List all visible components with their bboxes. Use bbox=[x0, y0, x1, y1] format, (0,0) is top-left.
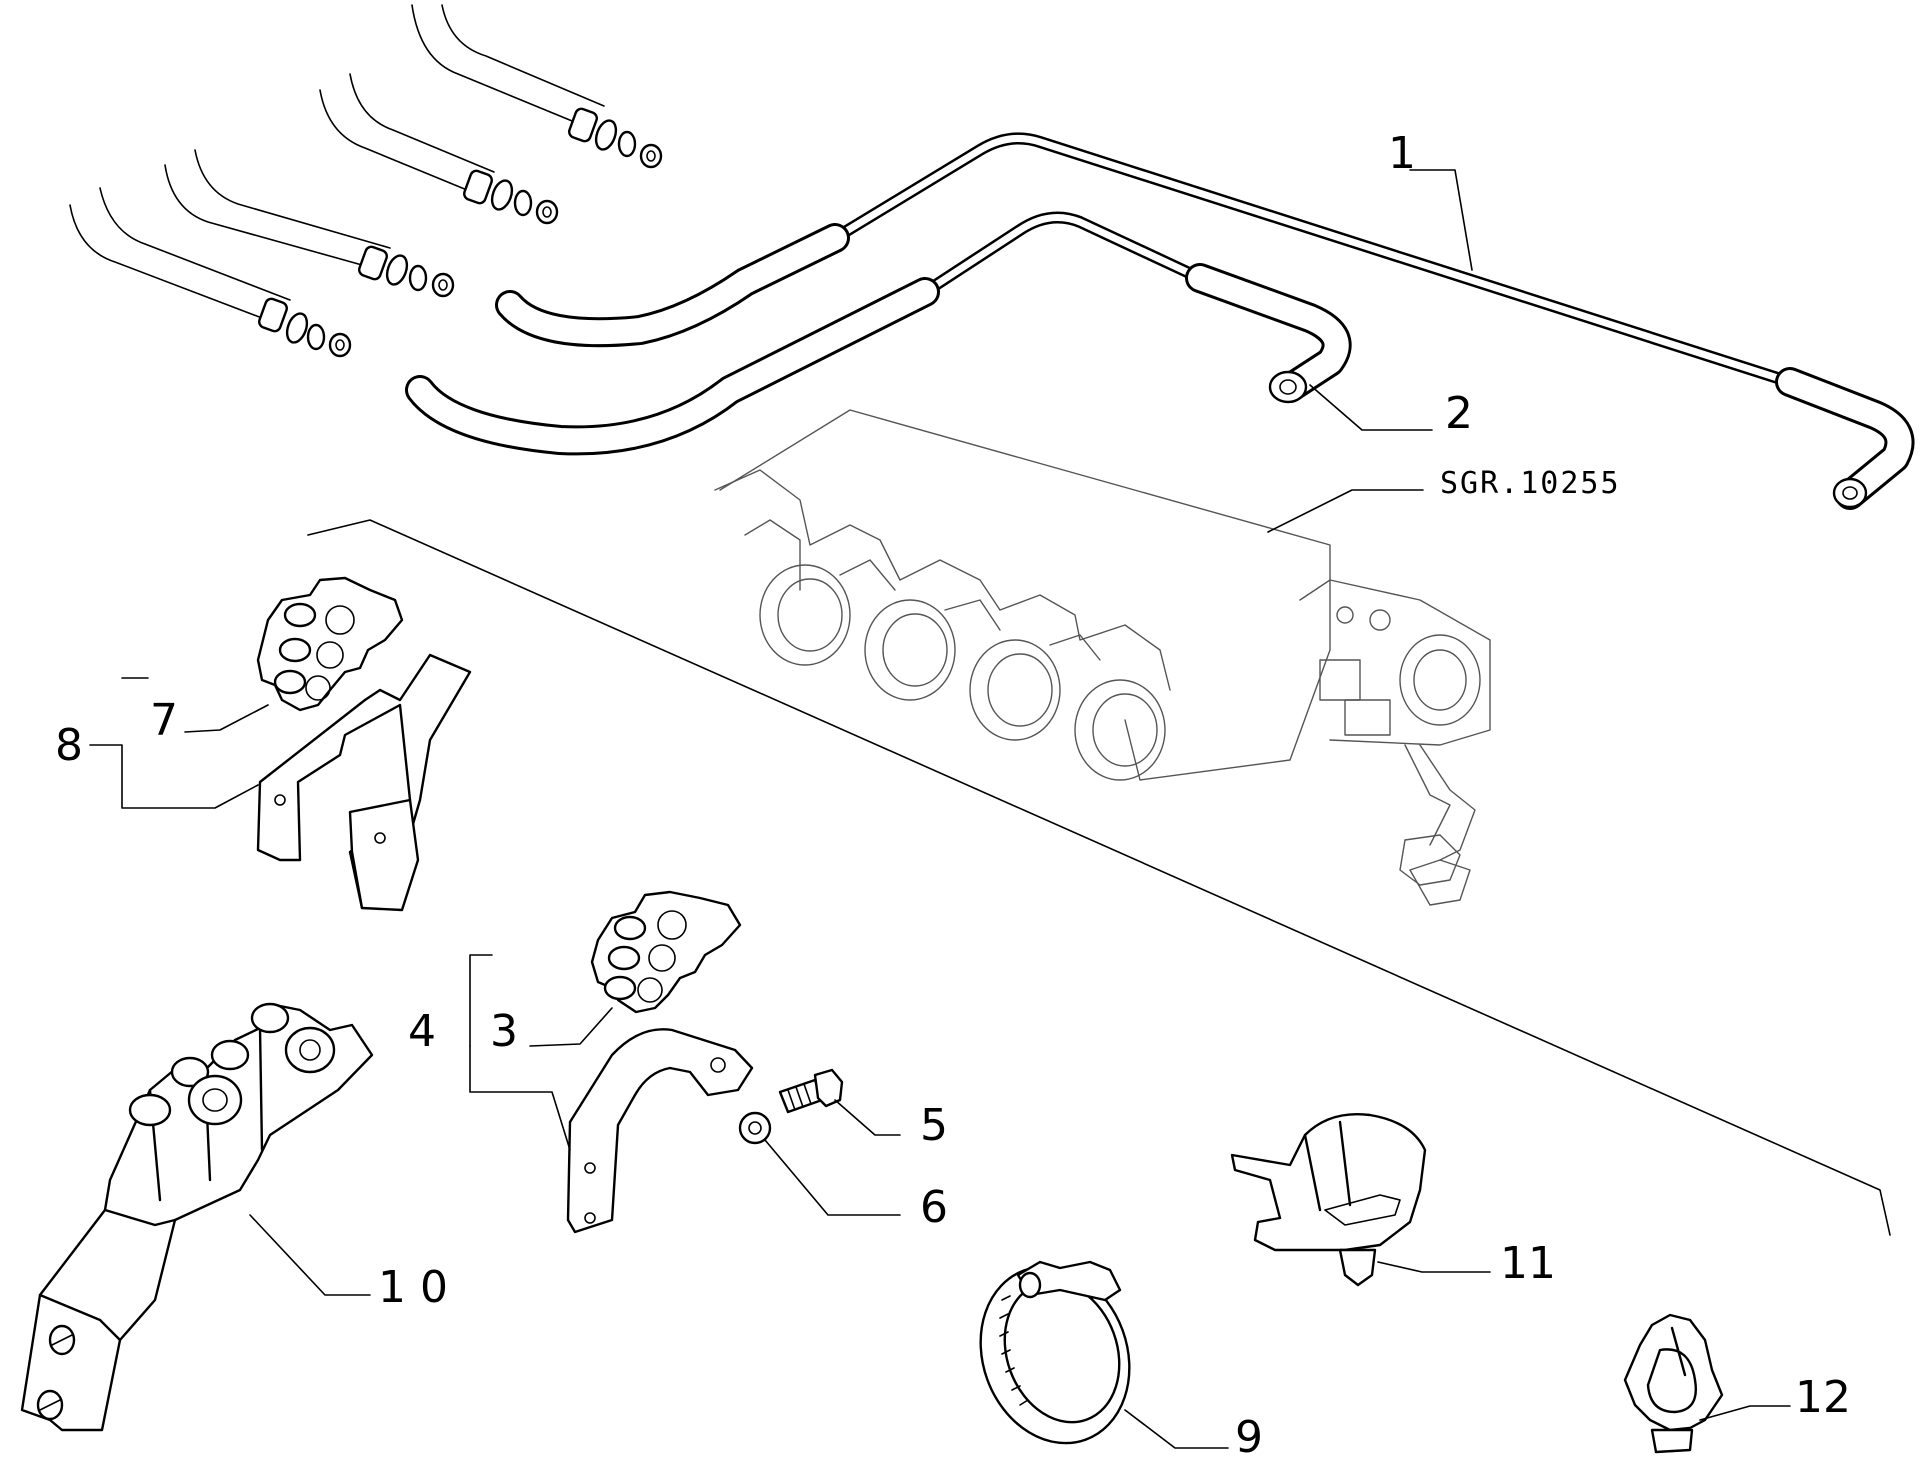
callout-10: 1 0 bbox=[378, 1262, 448, 1313]
callout-2: 2 bbox=[1445, 388, 1473, 439]
leader-lines bbox=[89, 169, 1791, 1449]
callout-7: 7 bbox=[150, 695, 178, 746]
callout-1: 1 bbox=[1388, 128, 1416, 179]
part-12-clip bbox=[1623, 1313, 1724, 1454]
injector-line-4 bbox=[411, 4, 663, 169]
part-1-fuel-pipe bbox=[495, 132, 1915, 510]
part-8-bracket bbox=[256, 653, 472, 912]
part-2-fuel-pipe bbox=[405, 211, 1352, 456]
part-3-hose-clip bbox=[590, 890, 742, 1014]
callout-6: 6 bbox=[920, 1182, 948, 1233]
divider-line bbox=[307, 519, 1891, 1236]
part-9-hose-clamp bbox=[979, 1260, 1131, 1445]
injector-line-2 bbox=[164, 149, 455, 298]
callout-5: 5 bbox=[920, 1100, 948, 1151]
callout-9: 9 bbox=[1235, 1412, 1263, 1459]
part-7-hose-clip bbox=[256, 576, 404, 712]
injector-line-3 bbox=[319, 73, 559, 225]
intake-manifold bbox=[714, 409, 1491, 906]
part-11-clip bbox=[1230, 1113, 1427, 1287]
injector-lines bbox=[69, 4, 663, 358]
part-4-bracket bbox=[566, 1028, 754, 1234]
callout-4: 4 bbox=[408, 1006, 436, 1057]
callout-3: 3 bbox=[490, 1006, 518, 1057]
callout-12: 12 bbox=[1795, 1372, 1851, 1423]
callout-11: 11 bbox=[1500, 1238, 1556, 1289]
callout-8: 8 bbox=[55, 720, 83, 771]
callout-labels: 1 2 3 4 5 6 7 8 9 1 0 11 12 SGR.10255 bbox=[55, 128, 1851, 1459]
part-5-bolt bbox=[778, 1068, 844, 1114]
part-6-washer bbox=[738, 1111, 772, 1145]
part-10-clip-bracket bbox=[20, 1002, 374, 1432]
injector-line-1 bbox=[69, 187, 352, 358]
reference-code: SGR.10255 bbox=[1440, 466, 1621, 501]
